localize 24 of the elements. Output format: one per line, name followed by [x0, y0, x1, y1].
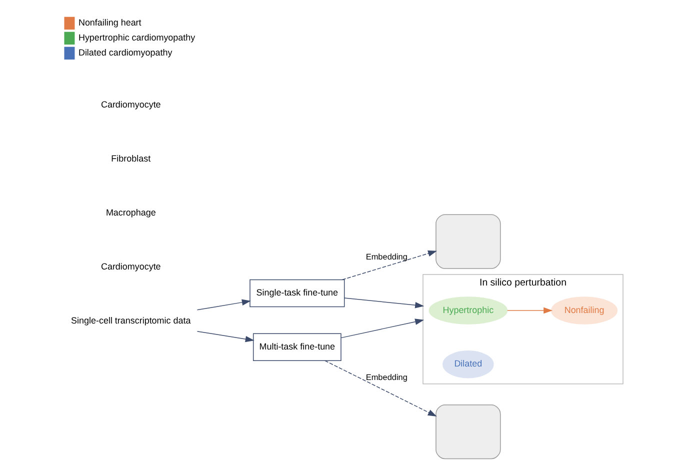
node-ellipse: Hypertrophic — [428, 296, 508, 324]
label: Cardiomyocyte — [100, 261, 161, 272]
node-box: Multi-task fine-tune — [252, 333, 342, 362]
legend-label: Hypertrophic cardiomyopathy — [78, 32, 196, 43]
label: Fibroblast — [111, 153, 151, 164]
edge-label: Embedding — [366, 252, 408, 262]
node-box — [436, 404, 501, 460]
label: Macrophage — [106, 207, 156, 218]
node-ellipse: Nonfailing — [551, 296, 618, 324]
arrow — [340, 318, 424, 338]
node-box — [436, 214, 501, 269]
arrow — [196, 331, 254, 342]
node-text: Single-cell transcriptomic data — [71, 315, 191, 326]
arrow — [196, 299, 251, 310]
node-ellipse: Dilated — [442, 350, 494, 378]
legend-label: Dilated cardiomyopathy — [78, 48, 172, 58]
node-box: Single-task fine-tune — [250, 279, 345, 308]
edge-label: Embedding — [366, 372, 408, 382]
legend-label: Nonfailing heart — [78, 18, 142, 28]
arrow — [324, 360, 437, 417]
label: Cardiomyocyte — [100, 100, 161, 110]
arrow — [507, 307, 553, 314]
arrow — [344, 298, 424, 308]
arrow — [342, 250, 438, 280]
